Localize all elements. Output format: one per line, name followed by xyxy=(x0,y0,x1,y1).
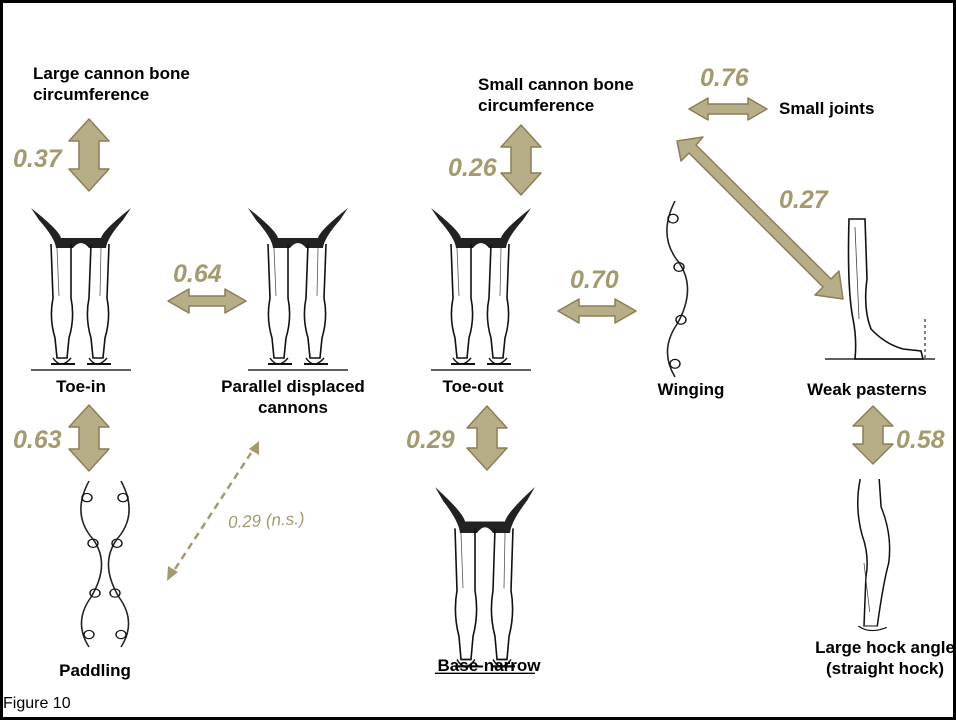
corr-toe-out-winging: 0.70 xyxy=(570,266,619,294)
arrow-toe-out-winging xyxy=(558,299,636,323)
arrow-large-cannon-toe-in xyxy=(69,119,109,191)
corr-toe-in-parallel: 0.64 xyxy=(173,260,222,288)
weak-pasterns-label: Weak pasterns xyxy=(807,379,927,400)
toe-in-label: Toe-in xyxy=(56,376,106,397)
toe-in-legs-illustration xyxy=(31,208,131,370)
corr-small-cannon-weak-pasterns: 0.27 xyxy=(779,186,828,214)
paddling-hoof-path-right-illustration xyxy=(108,481,129,647)
corr-large-cannon-toe-in: 0.37 xyxy=(13,145,62,173)
straight-hock-leg-illustration xyxy=(858,479,890,631)
parallel-displaced-legs-illustration xyxy=(248,208,348,370)
corr-toe-in-paddling: 0.63 xyxy=(13,426,62,454)
paddling-label: Paddling xyxy=(59,660,131,681)
toe-out-legs-illustration xyxy=(431,208,531,370)
corr-paddling-parallel-ns: 0.29 (n.s.) xyxy=(228,509,305,533)
corr-small-cannon-toe-out: 0.26 xyxy=(448,154,497,182)
dashed-arrow-paddling-parallel xyxy=(167,441,259,581)
arrow-toe-in-parallel xyxy=(168,289,246,313)
corr-toe-out-base-narrow: 0.29 xyxy=(406,426,455,454)
toe-out-label: Toe-out xyxy=(442,376,503,397)
parallel-displaced-label: Parallel displaced cannons xyxy=(221,376,365,418)
paddling-hoof-path-left-illustration xyxy=(81,481,102,647)
arrow-small-cannon-toe-out xyxy=(501,125,541,195)
small-cannon-label: Small cannon bone circumference xyxy=(478,75,634,115)
arrow-small-cannon-small-joints xyxy=(689,98,767,120)
corr-small-cannon-small-joints: 0.76 xyxy=(700,64,749,92)
arrow-weak-pasterns-hock xyxy=(853,406,893,464)
winging-hoof-path-illustration xyxy=(667,201,688,377)
winging-label: Winging xyxy=(658,379,725,400)
base-narrow-legs-illustration xyxy=(435,487,535,673)
figure-caption: Figure 10 xyxy=(3,695,71,713)
large-cannon-label: Large cannon bone circumference xyxy=(33,64,190,104)
arrow-small-cannon-weak-pasterns xyxy=(677,137,843,299)
arrow-toe-in-paddling xyxy=(69,405,109,471)
small-joints-label: Small joints xyxy=(779,98,874,119)
large-hock-label: Large hock angle (straight hock) xyxy=(815,637,955,679)
corr-weak-pasterns-hock: 0.58 xyxy=(896,426,945,454)
label-large-cannon-line1: Large cannon bone circumference xyxy=(33,63,190,105)
arrow-toe-out-base-narrow xyxy=(467,406,507,470)
base-narrow-label: Base-narrow xyxy=(438,655,541,676)
label-small-cannon-wrap: Small cannon bone circumference xyxy=(478,74,634,116)
